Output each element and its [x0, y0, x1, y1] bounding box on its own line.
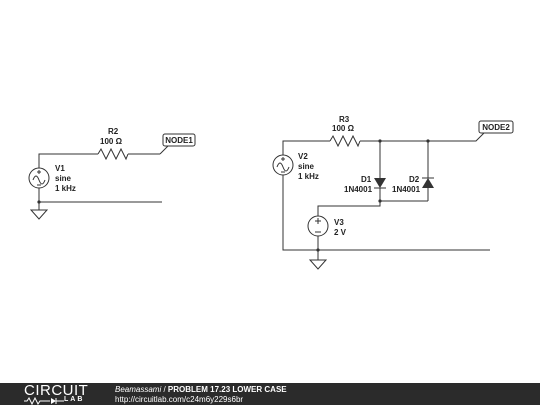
node1-label: NODE1: [165, 136, 193, 145]
left-circuit: NODE1 R2 100 Ω V1 sine 1 kHz: [28, 127, 196, 220]
v3-value: 2 V: [334, 228, 347, 237]
resistor-r2[interactable]: [97, 147, 129, 161]
footer-bar: CIRCUIT LAB Beamassami / PROBLEM 17.23 L…: [0, 383, 540, 405]
right-circuit: NODE2 R3 100 Ω V2 sine 1: [272, 115, 514, 270]
node2-flag[interactable]: [478, 120, 514, 134]
d1-name: D1: [361, 175, 372, 184]
resistor-diode-icon: [24, 397, 64, 405]
wire-v2-r3: [282, 140, 330, 155]
v1-type: sine: [55, 174, 72, 183]
r2-name: R2: [108, 127, 119, 136]
circuit-url[interactable]: http://circuitlab.com/c24m6y229s6br: [115, 395, 244, 404]
d1-part: 1N4001: [344, 185, 373, 194]
sine-icon: [276, 162, 290, 172]
logo-wordmark-bottom: LAB: [64, 396, 85, 403]
separator: /: [161, 385, 168, 394]
logo-wordmark-top: CIRCUIT: [24, 382, 89, 399]
v2-type: sine: [298, 162, 315, 171]
wire-bottom-right: [282, 175, 490, 251]
v1-freq: 1 kHz: [55, 184, 76, 193]
sine-icon: [32, 175, 46, 185]
d2-name: D2: [409, 175, 420, 184]
d2-part: 1N4001: [392, 185, 421, 194]
ground-icon: [29, 209, 49, 220]
r3-name: R3: [339, 115, 350, 124]
v1-name: V1: [55, 164, 65, 173]
diode-d2[interactable]: [422, 178, 434, 188]
v2-name: V2: [298, 152, 308, 161]
r3-value: 100 Ω: [332, 124, 355, 133]
circuit-title: PROBLEM 17.23 LOWER CASE: [167, 385, 287, 394]
wire-r3-node2: [360, 132, 485, 142]
node2-label: NODE2: [482, 123, 510, 132]
node1-stem: [159, 145, 169, 155]
wire-to-v3: [317, 201, 381, 216]
v3-name: V3: [334, 218, 344, 227]
diode-d1[interactable]: [374, 178, 386, 188]
r2-value: 100 Ω: [100, 137, 123, 146]
v2-freq: 1 kHz: [298, 172, 319, 181]
wire-v1-r2: [38, 153, 98, 168]
node1-flag[interactable]: [162, 133, 196, 147]
circuitlab-logo[interactable]: CIRCUIT LAB: [24, 382, 94, 405]
circuit-meta: Beamassami / PROBLEM 17.23 LOWER CASE ht…: [115, 385, 287, 405]
ground-icon: [308, 259, 328, 270]
author-link[interactable]: Beamassami: [115, 385, 162, 394]
resistor-r3[interactable]: [329, 134, 361, 148]
